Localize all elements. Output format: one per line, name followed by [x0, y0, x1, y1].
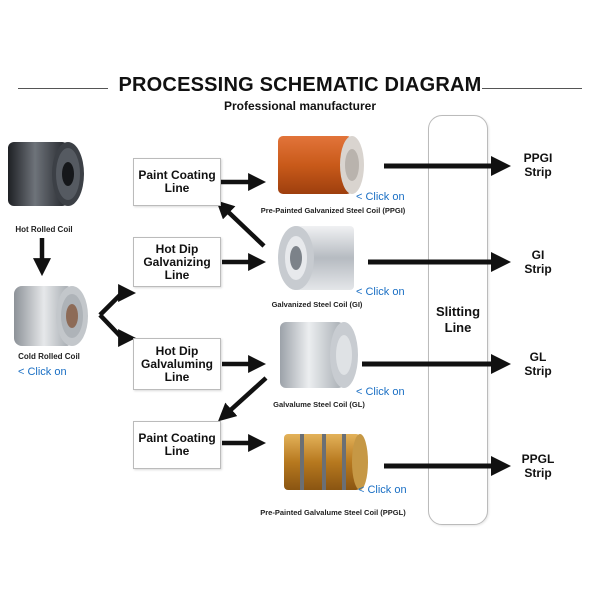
title-rule-right: [482, 88, 582, 89]
ppgl-coil-image: [284, 434, 368, 490]
ppgl-strip-label: PPGL Strip: [521, 452, 555, 480]
hot-dip-galvaluming-line: Hot Dip Galvaluming Line: [133, 338, 221, 390]
gi-click-link[interactable]: < Click on: [356, 286, 405, 298]
gi-caption: Galvanized Steel Coil (GI): [271, 300, 363, 309]
arrow-cold-to-galvanizing: [98, 284, 137, 317]
cold-rolled-caption: Cold Rolled Coil: [18, 352, 80, 361]
hot-dip-galvanizing-line: Hot Dip Galvanizing Line: [133, 237, 221, 287]
hot-rolled-caption: Hot Rolled Coil: [15, 225, 73, 234]
ppgl-caption: Pre-Painted Galvalume Steel Coil (PPGL): [260, 508, 406, 517]
cold-rolled-click-link[interactable]: < Click on: [18, 366, 67, 378]
arrow-gl-to-paint: [217, 376, 268, 422]
gl-strip-label: GL Strip: [524, 350, 552, 378]
gi-strip-label: GI Strip: [524, 248, 552, 276]
arrow-gi-to-paint: [216, 200, 266, 248]
ppgi-coil-image: [278, 136, 364, 194]
hot-rolled-coil-image: [8, 142, 84, 206]
gl-coil-image: [280, 322, 358, 388]
gl-click-link[interactable]: < Click on: [356, 386, 405, 398]
title-rule-left: [18, 88, 108, 89]
ppgi-caption: Pre-Painted Galvanized Steel Coil (PPGI): [260, 206, 406, 215]
slitting-line-box: Slitting Line: [428, 115, 488, 525]
page-subtitle: Professional manufacturer: [223, 99, 377, 113]
arrow-cold-to-galvaluming: [98, 313, 137, 347]
ppgi-strip-label: PPGI Strip: [523, 151, 553, 179]
cold-rolled-coil-image: [14, 286, 88, 346]
page-title: PROCESSING SCHEMATIC DIAGRAM: [118, 74, 482, 96]
ppgi-click-link[interactable]: < Click on: [356, 191, 405, 203]
paint-coating-line-bottom: Paint Coating Line: [133, 421, 221, 469]
gl-caption: Galvalume Steel Coil (GL): [273, 400, 365, 409]
ppgl-click-link[interactable]: < Click on: [358, 484, 407, 496]
gi-coil-image: [278, 226, 354, 290]
paint-coating-line-top: Paint Coating Line: [133, 158, 221, 206]
